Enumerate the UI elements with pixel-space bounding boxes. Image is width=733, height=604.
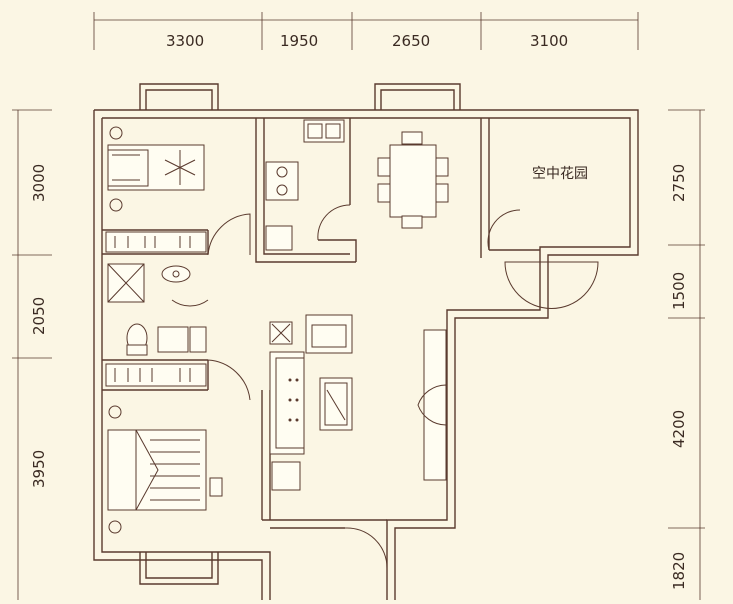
dimension-top-4: 3100: [530, 32, 568, 50]
fridge-icon: [265, 225, 293, 251]
dining-table-icon: [377, 131, 449, 229]
dimension-left-3: 3950: [30, 450, 48, 488]
sofa-icon: [269, 351, 305, 455]
dimension-top-3: 2650: [392, 32, 430, 50]
dimension-right-4: 1820: [670, 552, 688, 590]
doors: [171, 204, 599, 569]
left-dimension-line: 3000 2050 3950: [12, 109, 52, 600]
dimension-left-1: 3000: [30, 164, 48, 202]
plant-icon: [269, 321, 293, 345]
dimension-right-1: 2750: [670, 164, 688, 202]
dimension-top-1: 3300: [166, 32, 204, 50]
walls: [93, 83, 639, 600]
bed-icon: [107, 144, 205, 191]
wardrobe-icon-2: [105, 363, 207, 387]
tv-cabinet-icon: [417, 329, 447, 481]
tv-icon: [157, 326, 207, 353]
coffee-table-icon: [319, 377, 353, 431]
dimension-right-3: 4200: [670, 410, 688, 448]
toilet-icon: [126, 323, 148, 356]
kitchen-sink-icon: [303, 119, 345, 143]
armchair-icon: [305, 314, 353, 354]
dimension-left-2: 2050: [30, 297, 48, 335]
nightstand-icon: [109, 126, 123, 212]
dimension-top-2: 1950: [280, 32, 318, 50]
wardrobe-icon: [105, 231, 207, 253]
bed-icon-2: [107, 429, 223, 511]
ottoman-icon: [271, 461, 301, 491]
stove-icon: [265, 161, 299, 201]
shower-icon: [107, 263, 145, 303]
room-label-sky-garden: 空中花园: [532, 166, 588, 182]
nightstand-icon-2: [108, 405, 122, 534]
wash-basin-icon: [161, 265, 191, 283]
right-dimension-line: 2750 1500 4200 1820: [668, 109, 705, 600]
top-dimension-line: 3300 1950 2650 3100: [93, 12, 639, 50]
dimension-right-2: 1500: [670, 272, 688, 310]
